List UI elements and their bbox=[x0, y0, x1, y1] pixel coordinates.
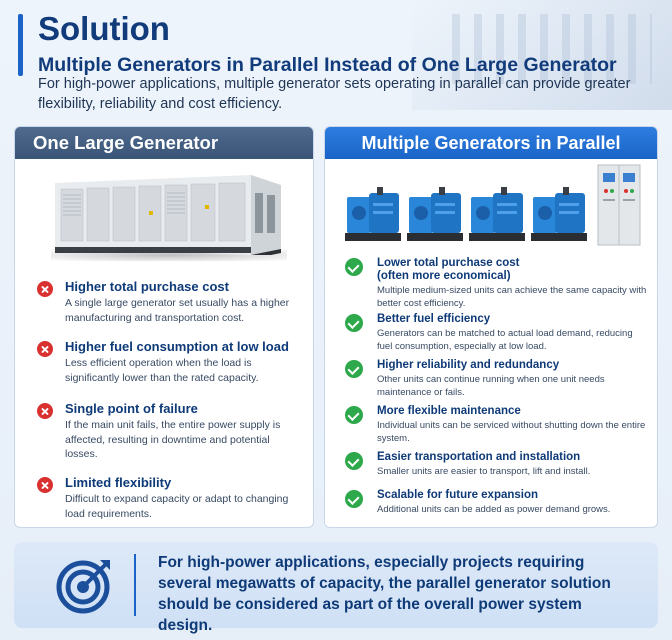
page-title: Solution bbox=[38, 10, 170, 47]
x-circle-icon bbox=[37, 341, 53, 357]
check-circle-icon bbox=[345, 490, 363, 508]
item-description: Multiple medium-sized units can achieve … bbox=[377, 285, 647, 309]
item-description: Generators can be matched to actual load… bbox=[377, 328, 633, 352]
generator-set-image bbox=[469, 187, 525, 241]
target-icon bbox=[56, 560, 110, 614]
x-circle-icon bbox=[37, 281, 53, 297]
control-cabinet-image bbox=[597, 164, 641, 246]
item-title: Easier transportation and installation bbox=[377, 451, 581, 463]
check-circle-icon bbox=[345, 258, 363, 276]
item-description: A single large generator set usually has… bbox=[65, 297, 290, 324]
x-circle-icon bbox=[37, 403, 53, 419]
item-title: Higher fuel consumption at low load bbox=[65, 339, 289, 354]
item-title: Higher reliability and redundancy bbox=[377, 359, 560, 371]
one-large-generator-panel: One Large Generator bbox=[14, 126, 314, 528]
multiple-generators-panel: Multiple Generators in Parallel bbox=[324, 126, 658, 528]
divider bbox=[134, 554, 136, 616]
check-circle-icon bbox=[345, 360, 363, 378]
item-title: Single point of failure bbox=[65, 401, 198, 416]
item-title: More flexible maintenance bbox=[377, 405, 521, 417]
item-description: Difficult to expand capacity or adapt to… bbox=[65, 493, 289, 520]
footer-callout: For high-power applications, especially … bbox=[14, 542, 658, 634]
generator-set-image bbox=[407, 187, 463, 241]
accent-bar bbox=[18, 14, 23, 76]
item-description: Smaller units are easier to transport, l… bbox=[377, 466, 591, 477]
item-description: Additional units can be added as power d… bbox=[377, 504, 611, 515]
item-title: Higher total purchase cost bbox=[65, 279, 229, 294]
generator-set-image bbox=[345, 187, 401, 241]
large-generator-image bbox=[55, 175, 281, 255]
background-decoration bbox=[412, 0, 672, 110]
item-title: Limited flexibility bbox=[65, 475, 172, 490]
check-circle-icon bbox=[345, 452, 363, 470]
generator-set-image bbox=[531, 187, 587, 241]
item-description: Less efficient operation when the load i… bbox=[65, 357, 259, 384]
footer-text: For high-power applications, especially … bbox=[158, 554, 611, 634]
intro-text: For high-power applications, multiple ge… bbox=[38, 76, 631, 112]
check-circle-icon bbox=[345, 314, 363, 332]
item-title: Better fuel efficiency bbox=[377, 313, 491, 325]
panel-title: One Large Generator bbox=[15, 127, 313, 159]
item-description: Other units can continue running when on… bbox=[377, 374, 605, 398]
panel-title: Multiple Generators in Parallel bbox=[325, 127, 657, 159]
check-circle-icon bbox=[345, 406, 363, 424]
x-circle-icon bbox=[37, 477, 53, 493]
item-description: Individual units can be serviced without… bbox=[377, 420, 646, 444]
item-title: Lower total purchase cost (often more ec… bbox=[377, 257, 520, 282]
item-description: If the main unit fails, the entire power… bbox=[65, 419, 281, 460]
item-title: Scalable for future expansion bbox=[377, 489, 539, 501]
page-subtitle: Multiple Generators in Parallel Instead … bbox=[38, 54, 617, 76]
